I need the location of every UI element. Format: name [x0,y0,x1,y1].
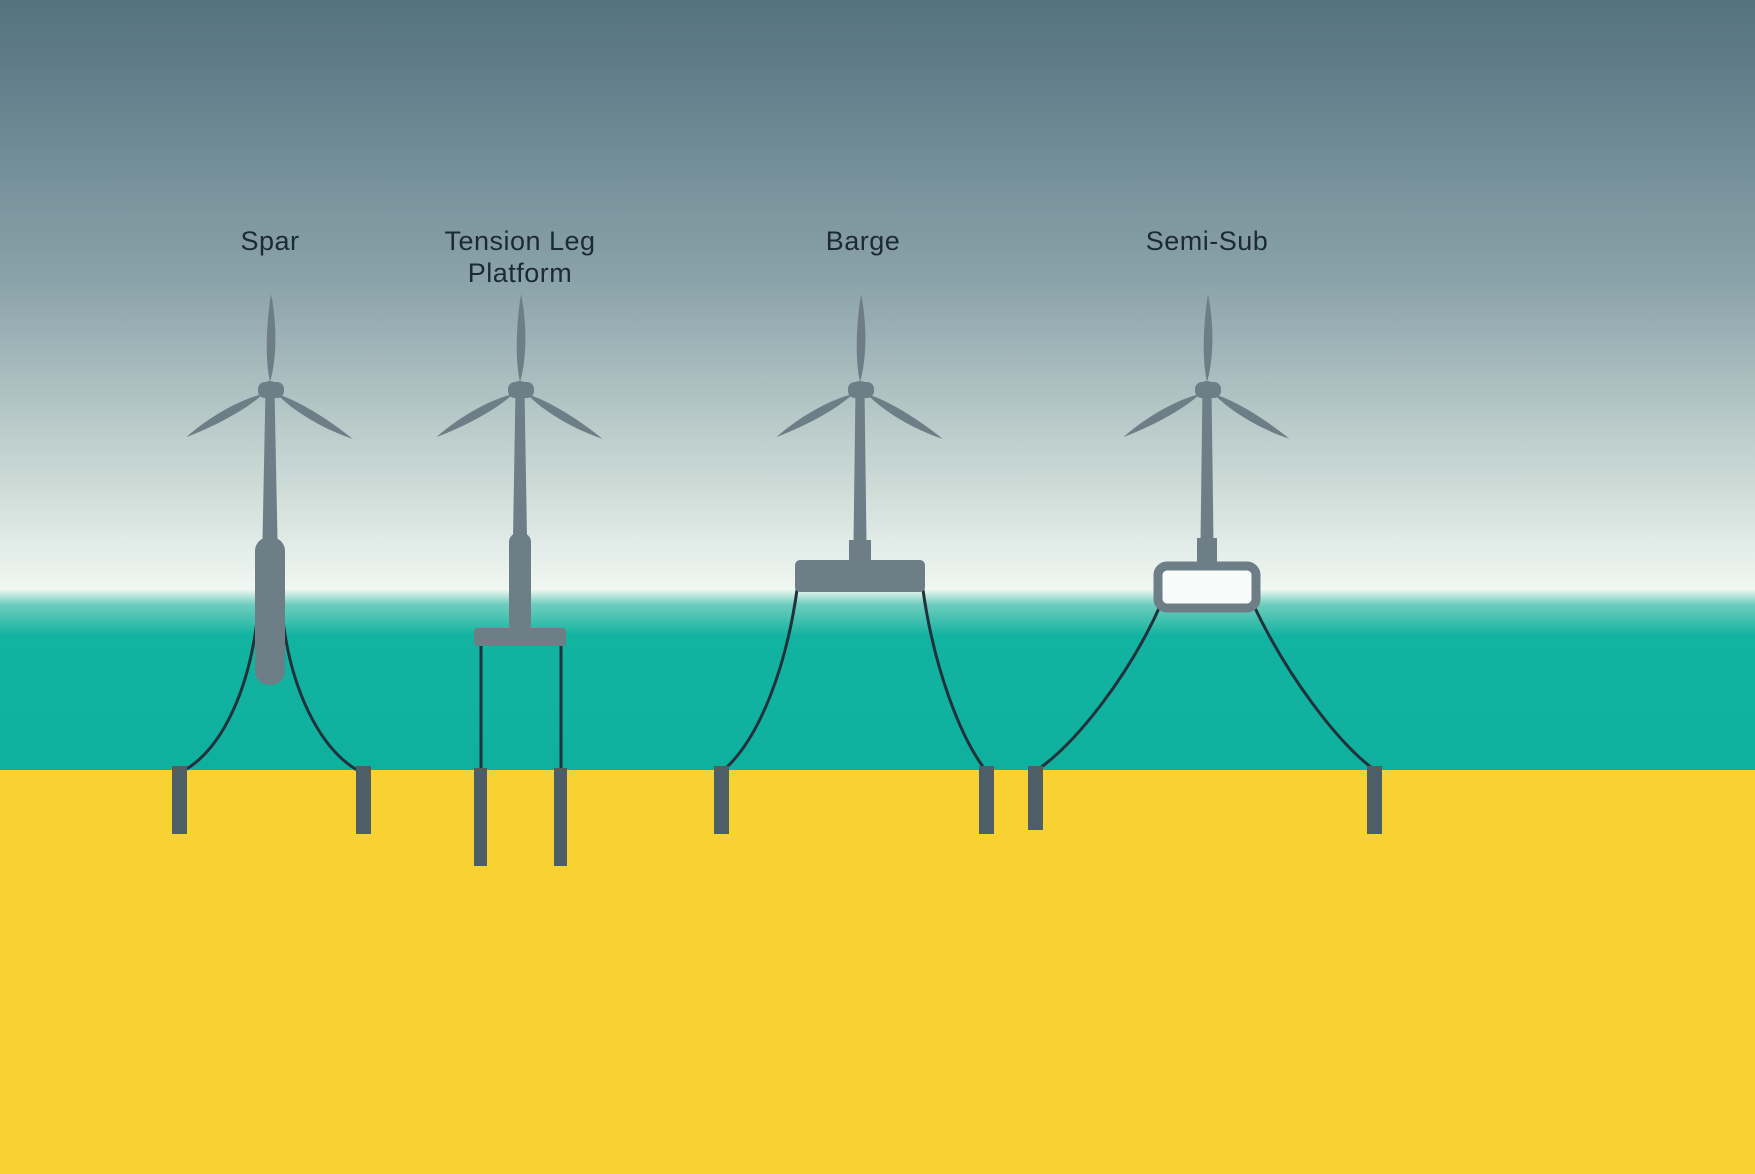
spar-anchor-pile-left [172,766,187,834]
semisub-hull [1153,561,1261,613]
barge-tower [853,390,867,542]
sea-band [0,590,1755,772]
barge-mooring-right [921,588,986,770]
barge-pedestal [849,540,871,562]
turbine-tlp [434,294,605,646]
barge-anchor-pile-left [714,766,729,834]
mooring-lines-layer [183,588,1374,774]
semisub-mooring-right [1251,602,1374,770]
semisub-anchor-pile-right [1367,766,1382,834]
semisub-anchor-pile-left [1028,766,1043,830]
spar-mooring-right [280,610,359,772]
spar-mooring-left [183,610,260,772]
tlp-column [509,533,531,633]
barge-anchor-pile-right [979,766,994,834]
turbine-barge [774,294,945,592]
tlp-platform [474,628,566,646]
label-semisub: Semi-Sub [1146,226,1269,256]
sky-background [0,0,1755,592]
tlp-pile-right [554,768,567,866]
seabed-band [0,770,1755,1174]
spar-tower [262,390,278,540]
label-tlp-line2: Platform [468,258,573,288]
label-spar: Spar [240,226,299,256]
spar-buoy [255,537,285,685]
spar-anchor-pile-right [356,766,371,834]
labels-layer: Spar Tension Leg Platform Barge Semi-Sub [240,226,1269,288]
anchor-piles-layer [172,766,1382,866]
tlp-pile-left [474,768,487,866]
tlp-tower [513,390,527,538]
semisub-tower [1200,390,1214,542]
semisub-pedestal [1197,538,1217,562]
barge-hull [795,560,925,592]
barge-mooring-left [724,588,799,770]
label-barge: Barge [826,226,901,256]
semisub-mooring-left [1038,602,1163,770]
turbine-spar [184,294,355,685]
turbine-semisub [1121,294,1292,613]
label-tlp-line1: Tension Leg [444,226,595,256]
